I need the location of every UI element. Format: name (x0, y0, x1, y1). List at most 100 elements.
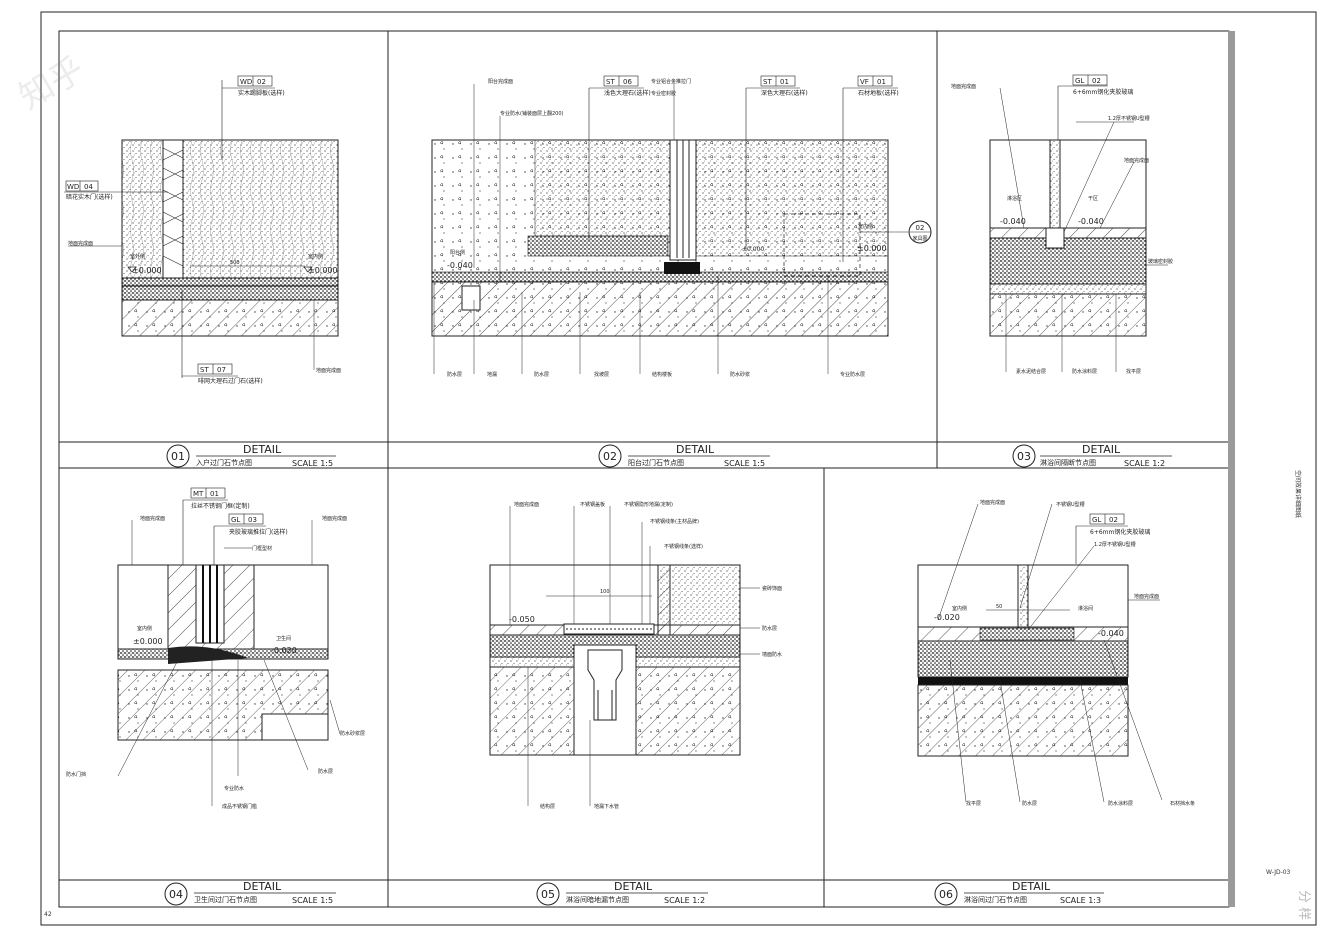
detail-subtitle: 淋浴间隔断节点图 (1040, 458, 1096, 467)
ref-bubble-sub: 家具图 (912, 235, 927, 242)
detail-subtitle: 淋浴间过门石节点图 (964, 895, 1027, 904)
callout: 专业防水 (224, 785, 244, 792)
elev-label: 阳台侧 (450, 249, 465, 256)
tag-desc: 夹胶玻璃推拉门(选样) (229, 528, 288, 536)
tag-num: 01 (780, 78, 789, 86)
elev-label: 卫生间 (276, 635, 291, 642)
callout: 不锈钢线条(选样) (664, 543, 703, 550)
tag-num: 01 (877, 78, 886, 86)
tag-code: ST (606, 78, 615, 86)
detail-subtitle: 卫生间过门石节点图 (194, 895, 257, 904)
detail-scale: SCALE 1:3 (1060, 896, 1101, 905)
tag-num: 02 (257, 78, 266, 86)
callout: 地面完成面 (316, 367, 341, 374)
elev-label: 干区 (1088, 196, 1098, 202)
tag-num: 03 (248, 516, 257, 524)
detail-number: 02 (603, 450, 617, 463)
tag-desc: 石材地板(选样) (858, 89, 899, 97)
callout: 专业密封胶 (651, 90, 676, 97)
callout: 地漏下水管 (594, 803, 619, 810)
detail-04: ±0.000 -0.020 室内侧 卫生间 MT 01 拉丝不锈钢门框(定制) … (66, 487, 365, 906)
tag-code: ST (763, 78, 772, 86)
detail-title: DETAIL (614, 880, 653, 893)
callout: 防水门挡 (66, 771, 86, 778)
page-number: 42 (44, 911, 52, 918)
callout: 结构层 (540, 803, 555, 810)
elev-mark: -0.050 (509, 615, 535, 624)
callout: 地漏 (487, 371, 497, 378)
callout: 1.2厚不锈钢U型槽 (1108, 115, 1150, 122)
dimension-label: ±0.000 (742, 246, 764, 253)
detail-scale: SCALE 1:5 (292, 896, 333, 905)
elev-label: 室外侧 (130, 253, 145, 260)
dimension-label: 100 (600, 589, 610, 595)
callout: 防水层 (534, 371, 549, 378)
detail-subtitle: 入户过门石节点图 (196, 458, 252, 467)
elev-mark: ±0.000 (132, 266, 162, 275)
callout: 不锈钢隐形地漏(定制) (624, 501, 673, 508)
detail-scale: SCALE 1:5 (724, 459, 765, 468)
elev-label: 淋浴区 (1007, 195, 1022, 202)
tag-desc: 深色大理石(选样) (761, 89, 808, 97)
dimension-label: 500 (230, 260, 240, 266)
detail-number: 05 (541, 888, 555, 901)
callout: 防水层 (1022, 800, 1037, 807)
callout: 防水涂料层 (1108, 800, 1133, 807)
callout: 找平层 (1126, 368, 1141, 375)
detail-number: 04 (169, 888, 183, 901)
elev-mark: ±0.000 (133, 637, 163, 646)
callout: 不锈钢线条(主材品牌) (650, 518, 699, 525)
callout: 地面完成面 (1134, 593, 1159, 600)
detail-subtitle: 淋浴间暗地漏节点图 (566, 895, 629, 904)
callout: 地面完成面 (514, 501, 539, 508)
detail-scale: SCALE 1:2 (1124, 459, 1165, 468)
tag-code: WD (67, 183, 79, 191)
elev-mark: -0.020 (934, 613, 960, 622)
callout: 地面完成面 (322, 515, 347, 522)
callout: 地面完成面 (140, 515, 165, 522)
elev-label: 室内侧 (858, 223, 873, 230)
tag-code: GL (231, 516, 240, 524)
elev-mark: ±0.000 (308, 266, 338, 275)
tag-desc: 啡网大理石过门石(选样) (198, 377, 263, 385)
callout: 防水砂浆 (730, 371, 750, 378)
detail-03: -0.040 -0.040 淋浴区 干区 GL 02 6+6mm钢化夹胶玻璃 地… (951, 74, 1173, 468)
tag-num: 04 (84, 183, 93, 191)
detail-scale: SCALE 1:2 (664, 896, 705, 905)
tag-num: 02 (1092, 77, 1101, 85)
callout: 素水泥结合层 (1016, 368, 1046, 375)
tag-desc: 实木踢脚板(选样) (238, 89, 285, 97)
callout: 门框型材 (252, 545, 272, 552)
tag-code: ST (200, 366, 209, 374)
detail-title: DETAIL (1082, 443, 1121, 456)
elev-label: 室内侧 (952, 605, 967, 612)
callout: 专业防水层 (840, 371, 865, 378)
tag-code: MT (193, 490, 204, 498)
tag-code: GL (1092, 516, 1101, 524)
detail-scale: SCALE 1:5 (292, 459, 333, 468)
watermark: 知乎 (13, 49, 92, 118)
side-note: 空间效果详细图纸 (1294, 470, 1302, 518)
callout: 成品不锈钢门槛 (222, 803, 257, 810)
callout: 找平层 (966, 800, 981, 807)
callout: 地面完成面 (980, 499, 1005, 506)
dimension-label: 50 (996, 604, 1002, 610)
callout: 墙面防水 (762, 651, 782, 658)
elev-label: 室内侧 (308, 253, 323, 260)
elev-label: 室内侧 (137, 625, 152, 632)
callout: 石材挡水条 (1170, 800, 1195, 807)
tag-desc: 浅色大理石(选样) (604, 89, 651, 97)
detail-title: DETAIL (676, 443, 715, 456)
tag-desc: 6+6mm钢化夹胶玻璃 (1090, 528, 1150, 536)
corner-mark: 分 样 (1296, 890, 1311, 920)
elev-mark: -0.040 (1000, 217, 1026, 226)
tag-code: WD (240, 78, 252, 86)
detail-subtitle: 阳台过门石节点图 (628, 458, 684, 467)
detail-05: -0.050 100 地面完成面 不锈钢盖板 不锈钢隐形地漏(定制) 不锈钢线条… (489, 501, 782, 906)
callout: 瓷砖饰面 (762, 585, 782, 592)
elev-mark: -0.040 (447, 261, 473, 270)
tag-desc: 拉丝不锈钢门框(定制) (191, 502, 250, 510)
callout: 防水层 (762, 625, 777, 632)
tag-num: 06 (623, 78, 632, 86)
